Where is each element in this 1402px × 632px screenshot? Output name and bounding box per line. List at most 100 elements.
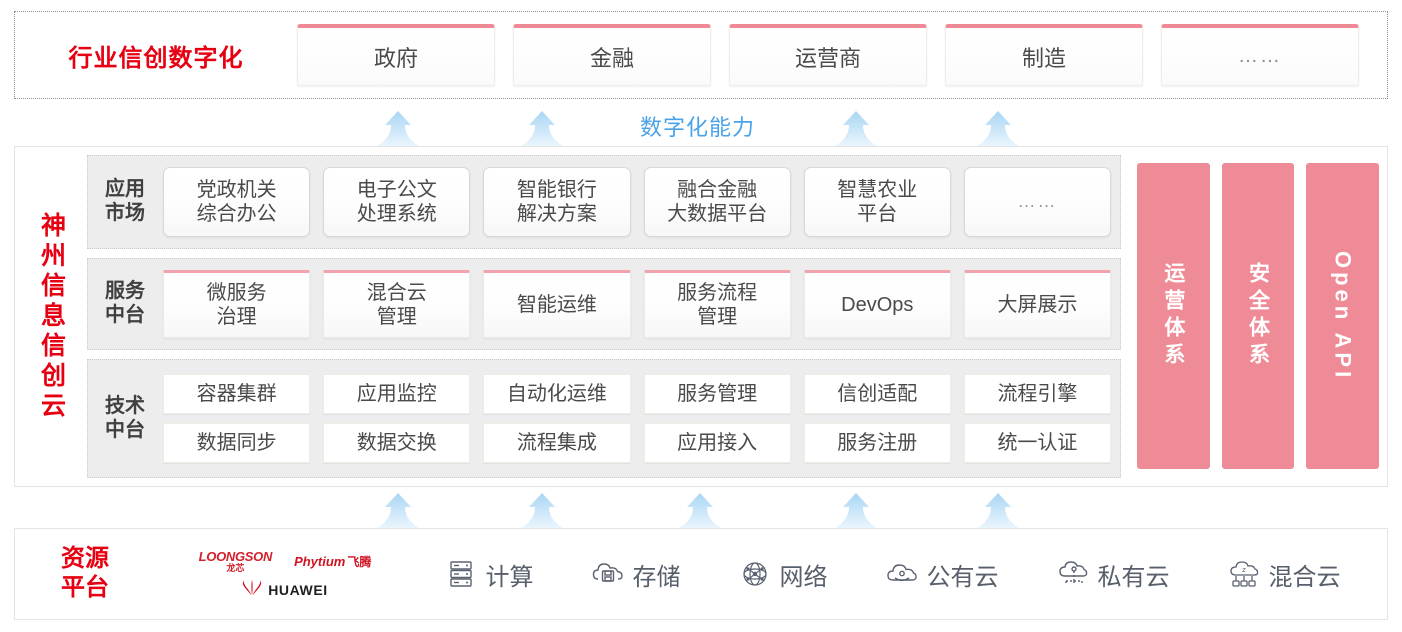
tier-tech-middle: 技术 中台 容器集群 应用监控 自动化运维 服务管理 信创适配 流程引擎: [87, 359, 1121, 478]
resource-item-list: 计算 存储: [415, 557, 1387, 592]
resource-item-storage-label: 存储: [632, 563, 681, 591]
cloud-platform-panel: 神州信息信创云 应用 市场 党政机关综合办公 电子公文处理系统: [14, 146, 1388, 487]
cloud-storage-icon: [591, 557, 625, 591]
tech-card-data-sync[interactable]: 数据同步: [163, 423, 311, 463]
up-arrow-icon: [674, 492, 726, 530]
vendor-logo-list: LOONGSON 龙芯 Phytium 飞腾: [155, 548, 415, 601]
resource-item-public-cloud-label: 公有云: [926, 563, 999, 591]
tech-card-service-mgmt[interactable]: 服务管理: [643, 374, 791, 414]
tech-row-2: 数据同步 数据交换 流程集成 应用接入 服务注册 统一认证: [163, 423, 1112, 463]
up-arrow-icon: [372, 492, 424, 530]
svc-card-intelligent-ops[interactable]: 智能运维: [483, 270, 631, 338]
loongson-logo-text: LOONGSON: [198, 548, 273, 564]
loongson-logo: LOONGSON 龙芯: [198, 548, 273, 573]
industry-band-title: 行业信创数字化: [68, 44, 244, 72]
up-arrow-icon: [972, 492, 1024, 530]
resource-item-hybrid-cloud-label: 混合云: [1268, 563, 1341, 591]
app-card-smart-bank[interactable]: 智能银行解决方案: [483, 167, 631, 237]
tech-card-app-monitoring[interactable]: 应用监控: [323, 374, 471, 414]
pillar-open-api[interactable]: Open API: [1306, 163, 1380, 469]
private-cloud-icon: [1056, 557, 1090, 591]
phytium-logo-subtext: 飞腾: [347, 554, 372, 569]
vendor-logo-row-1: LOONGSON 龙芯 Phytium 飞腾: [199, 550, 372, 573]
vendor-logo-row-2: HUAWEI: [242, 579, 328, 601]
svc-card-hybrid-cloud-mgmt[interactable]: 混合云管理: [323, 270, 471, 338]
phytium-logo: Phytium 飞腾: [294, 553, 371, 570]
tier-service-middle-cards: 微服务治理 混合云管理 智能运维 服务流程管理 DevOps 大屏展示: [163, 259, 1112, 349]
industry-card-more[interactable]: ……: [1161, 24, 1359, 86]
tech-row-1: 容器集群 应用监控 自动化运维 服务管理 信创适配 流程引擎: [163, 374, 1112, 414]
resource-item-compute[interactable]: 计算: [444, 557, 534, 592]
cloud-pillar-list: 运营体系 安全体系 Open API: [1129, 155, 1380, 478]
network-mesh-icon: [738, 557, 772, 591]
tech-card-app-access[interactable]: 应用接入: [643, 423, 791, 463]
capability-arrow-strip: 数字化能力: [0, 104, 1402, 148]
app-card-smart-agriculture[interactable]: 智慧农业平台: [803, 167, 951, 237]
tech-card-process-engine[interactable]: 流程引擎: [963, 374, 1112, 414]
resource-item-network-label: 网络: [779, 563, 828, 591]
resource-item-hybrid-cloud[interactable]: z 混合云: [1227, 557, 1341, 592]
tech-card-automated-ops[interactable]: 自动化运维: [483, 374, 631, 414]
resource-arrow-strip: [0, 486, 1402, 530]
app-card-govt-office[interactable]: 党政机关综合办公: [163, 167, 311, 237]
server-icon: [444, 557, 478, 591]
resource-item-public-cloud[interactable]: 公有云: [885, 557, 999, 592]
tech-card-service-registry[interactable]: 服务注册: [803, 423, 951, 463]
tech-card-process-integration[interactable]: 流程集成: [483, 423, 631, 463]
cloud-platform-title: 神州信息信创云: [15, 147, 87, 486]
cloud-tier-list: 应用 市场 党政机关综合办公 电子公文处理系统 智能银行解决方案: [87, 155, 1121, 478]
loongson-logo-subtext: 龙芯: [226, 562, 245, 573]
tier-app-market: 应用 市场 党政机关综合办公 电子公文处理系统 智能银行解决方案: [87, 155, 1121, 249]
resource-item-private-cloud-label: 私有云: [1097, 563, 1170, 591]
app-card-edoc-system[interactable]: 电子公文处理系统: [323, 167, 471, 237]
tier-tech-middle-cards: 容器集群 应用监控 自动化运维 服务管理 信创适配 流程引擎 数据同步 数据交换…: [163, 360, 1112, 477]
tier-service-middle-label: 服务 中台: [105, 280, 145, 326]
pillar-security-system-label: 安全体系: [1246, 262, 1270, 370]
industry-card-list: 政府 金融 运营商 制造 ……: [297, 12, 1387, 98]
up-arrow-icon: [972, 110, 1024, 148]
huawei-logo-text: HUAWEI: [268, 582, 328, 598]
svc-card-devops[interactable]: DevOps: [803, 270, 951, 338]
resource-item-compute-label: 计算: [485, 563, 534, 591]
tier-service-middle: 服务 中台 微服务治理 混合云管理 智能运维 服务流程管理: [87, 258, 1121, 350]
up-arrow-icon: [516, 110, 568, 148]
up-arrow-icon: [830, 110, 882, 148]
capability-label: 数字化能力: [640, 115, 756, 140]
tier-app-market-label: 应用 市场: [105, 178, 145, 224]
cloud-platform-title-text: 神州信息信创云: [37, 211, 66, 422]
svc-card-service-process-mgmt[interactable]: 服务流程管理: [643, 270, 791, 338]
industry-card-government[interactable]: 政府: [297, 24, 495, 86]
phytium-logo-text: Phytium: [294, 553, 346, 569]
svg-text:z: z: [1242, 566, 1246, 574]
public-cloud-icon: [885, 557, 919, 591]
tech-card-container-cluster[interactable]: 容器集群: [163, 374, 311, 414]
tech-card-data-exchange[interactable]: 数据交换: [323, 423, 471, 463]
up-arrow-icon: [516, 492, 568, 530]
hybrid-cloud-icon: z: [1227, 557, 1261, 591]
up-arrow-icon: [372, 110, 424, 148]
pillar-security-system[interactable]: 安全体系: [1221, 163, 1295, 469]
tech-card-xinchuang-adaptation[interactable]: 信创适配: [803, 374, 951, 414]
industry-card-manufacturing[interactable]: 制造: [945, 24, 1143, 86]
tier-app-market-cards: 党政机关综合办公 电子公文处理系统 智能银行解决方案 融合金融大数据平台 智慧农: [163, 156, 1112, 248]
industry-card-telecom[interactable]: 运营商: [729, 24, 927, 86]
industry-card-finance[interactable]: 金融: [513, 24, 711, 86]
pillar-operations-system-label: 运营体系: [1161, 262, 1185, 370]
huawei-flower-icon: [242, 579, 262, 601]
resource-item-private-cloud[interactable]: 私有云: [1056, 557, 1170, 592]
tech-card-unified-auth[interactable]: 统一认证: [963, 423, 1112, 463]
svc-card-dashboard-display[interactable]: 大屏展示: [963, 270, 1112, 338]
svc-card-microservice-governance[interactable]: 微服务治理: [163, 270, 311, 338]
pillar-operations-system[interactable]: 运营体系: [1137, 163, 1210, 469]
resource-platform-panel: 资源 平台 LOONGSON 龙芯 Phytium 飞腾: [14, 528, 1388, 620]
resource-item-network[interactable]: 网络: [738, 557, 828, 592]
industry-band: 行业信创数字化 政府 金融 运营商 制造 ……: [14, 11, 1388, 99]
resource-item-storage[interactable]: 存储: [591, 557, 681, 592]
resource-platform-title: 资源 平台: [61, 545, 109, 601]
app-card-more[interactable]: ……: [963, 167, 1112, 237]
tier-tech-middle-label: 技术 中台: [105, 394, 145, 441]
huawei-logo: HUAWEI: [242, 579, 328, 601]
app-card-fintech-bigdata[interactable]: 融合金融大数据平台: [643, 167, 791, 237]
pillar-open-api-label: Open API: [1330, 250, 1356, 382]
